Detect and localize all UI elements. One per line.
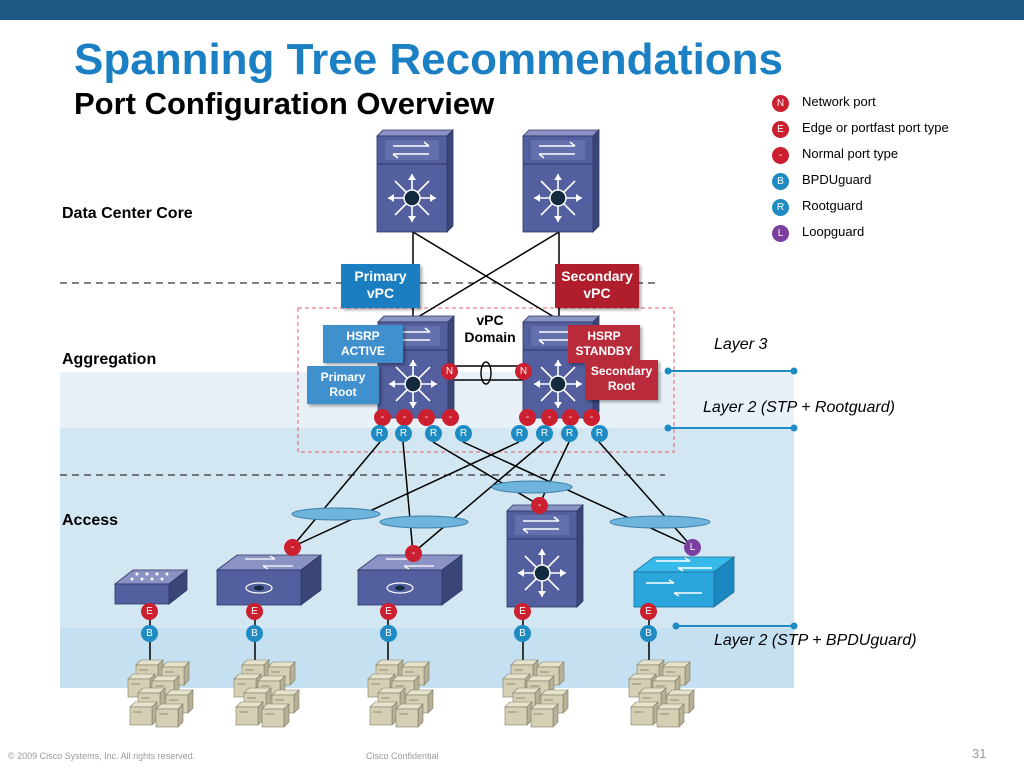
- server-stack: [368, 660, 433, 727]
- normal-port-badge: -: [562, 409, 579, 426]
- server-stack: [234, 660, 299, 727]
- rootguard-badge: R: [371, 425, 388, 442]
- normal-port-badge: -: [396, 409, 413, 426]
- edge-port-badge: E: [246, 603, 263, 620]
- bpduguard-badge: B: [514, 625, 531, 642]
- legend-badge: E: [772, 121, 789, 138]
- rootguard-badge: R: [395, 425, 412, 442]
- access-blue-switch: [633, 556, 735, 608]
- legend-badge: L: [772, 225, 789, 242]
- rootguard-badge: R: [455, 425, 472, 442]
- tier-label-core: Data Center Core: [62, 205, 193, 222]
- legend-item: L Loopguard: [768, 223, 1008, 249]
- loopguard-badge: L: [684, 539, 701, 556]
- legend-label: BPDUguard: [802, 172, 872, 187]
- secondary-root-box: Secondary Root: [585, 360, 658, 400]
- bpduguard-badge: B: [141, 625, 158, 642]
- normal-port-badge: -: [541, 409, 558, 426]
- port-channels: [291, 480, 711, 529]
- legend-label: Rootguard: [802, 198, 863, 213]
- normal-port-badge: -: [519, 409, 536, 426]
- peer-link-ellipse: [480, 361, 492, 385]
- server-stack: [128, 660, 193, 727]
- legend-label: Network port: [802, 94, 876, 109]
- legend-badge: R: [772, 199, 789, 216]
- edge-port-badge: E: [514, 603, 531, 620]
- legend: N Network port E Edge or portfast port t…: [768, 93, 1008, 249]
- legend-item: E Edge or portfast port type: [768, 119, 1008, 145]
- bpduguard-badge: B: [246, 625, 263, 642]
- core-switch-2: [522, 129, 600, 233]
- legend-badge: B: [772, 173, 789, 190]
- edge-port-badge: E: [380, 603, 397, 620]
- network-port-badge: N: [515, 363, 532, 380]
- legend-label: Edge or portfast port type: [802, 120, 949, 135]
- vpc-domain-label: vPC Domain: [464, 312, 516, 345]
- access-switch-1: [216, 554, 322, 606]
- layer-markers: [664, 367, 798, 630]
- bpduguard-badge: B: [640, 625, 657, 642]
- layer-label-l2-rootguard: Layer 2 (STP + Rootguard): [703, 399, 895, 416]
- copyright-notice: © 2009 Cisco Systems, Inc. All rights re…: [8, 751, 196, 761]
- normal-port-badge: -: [405, 545, 422, 562]
- page-number: 31: [972, 746, 987, 761]
- legend-item: R Rootguard: [768, 197, 1008, 223]
- access-chassis-switch: [506, 504, 584, 608]
- edge-port-badge: E: [141, 603, 158, 620]
- rootguard-badge: R: [536, 425, 553, 442]
- server-stack: [629, 660, 694, 727]
- normal-port-badge: -: [374, 409, 391, 426]
- access-switch-2: [357, 554, 463, 606]
- edge-port-badge: E: [640, 603, 657, 620]
- legend-item: N Network port: [768, 93, 1008, 119]
- core-switch-1: [376, 129, 454, 233]
- legend-item: - Normal port type: [768, 145, 1008, 171]
- normal-port-badge: -: [418, 409, 435, 426]
- layer-label-l3: Layer 3: [714, 336, 768, 353]
- hsrp-active-box: HSRP ACTIVE: [323, 325, 403, 363]
- access-small-switch: [114, 569, 188, 605]
- rootguard-badge: R: [511, 425, 528, 442]
- primary-root-box: Primary Root: [307, 366, 379, 404]
- network-port-badge: N: [441, 363, 458, 380]
- rootguard-badge: R: [591, 425, 608, 442]
- normal-port-badge: -: [284, 539, 301, 556]
- legend-label: Normal port type: [802, 146, 899, 161]
- server-stack: [503, 660, 568, 727]
- legend-label: Loopguard: [802, 224, 865, 239]
- slide-subtitle: Port Configuration Overview: [74, 86, 495, 121]
- normal-port-badge: -: [531, 497, 548, 514]
- slide-title: Spanning Tree Recommendations: [74, 35, 784, 84]
- normal-port-badge: -: [442, 409, 459, 426]
- legend-badge: N: [772, 95, 789, 112]
- rootguard-badge: R: [561, 425, 578, 442]
- secondary-vpc-box: Secondary vPC: [555, 264, 639, 308]
- normal-port-badge: -: [583, 409, 600, 426]
- tier-label-aggregation: Aggregation: [62, 351, 157, 368]
- confidential-notice: Cisco Confidential: [366, 751, 439, 761]
- bpduguard-badge: B: [380, 625, 397, 642]
- legend-badge: -: [772, 147, 789, 164]
- hsrp-standby-box: HSRP STANDBY: [568, 325, 640, 363]
- layer-label-l2-bpduguard: Layer 2 (STP + BPDUguard): [714, 632, 917, 649]
- legend-item: B BPDUguard: [768, 171, 1008, 197]
- primary-vpc-box: Primary vPC: [341, 264, 420, 308]
- top-bar: [0, 0, 1024, 20]
- tier-label-access: Access: [62, 512, 119, 529]
- rootguard-badge: R: [425, 425, 442, 442]
